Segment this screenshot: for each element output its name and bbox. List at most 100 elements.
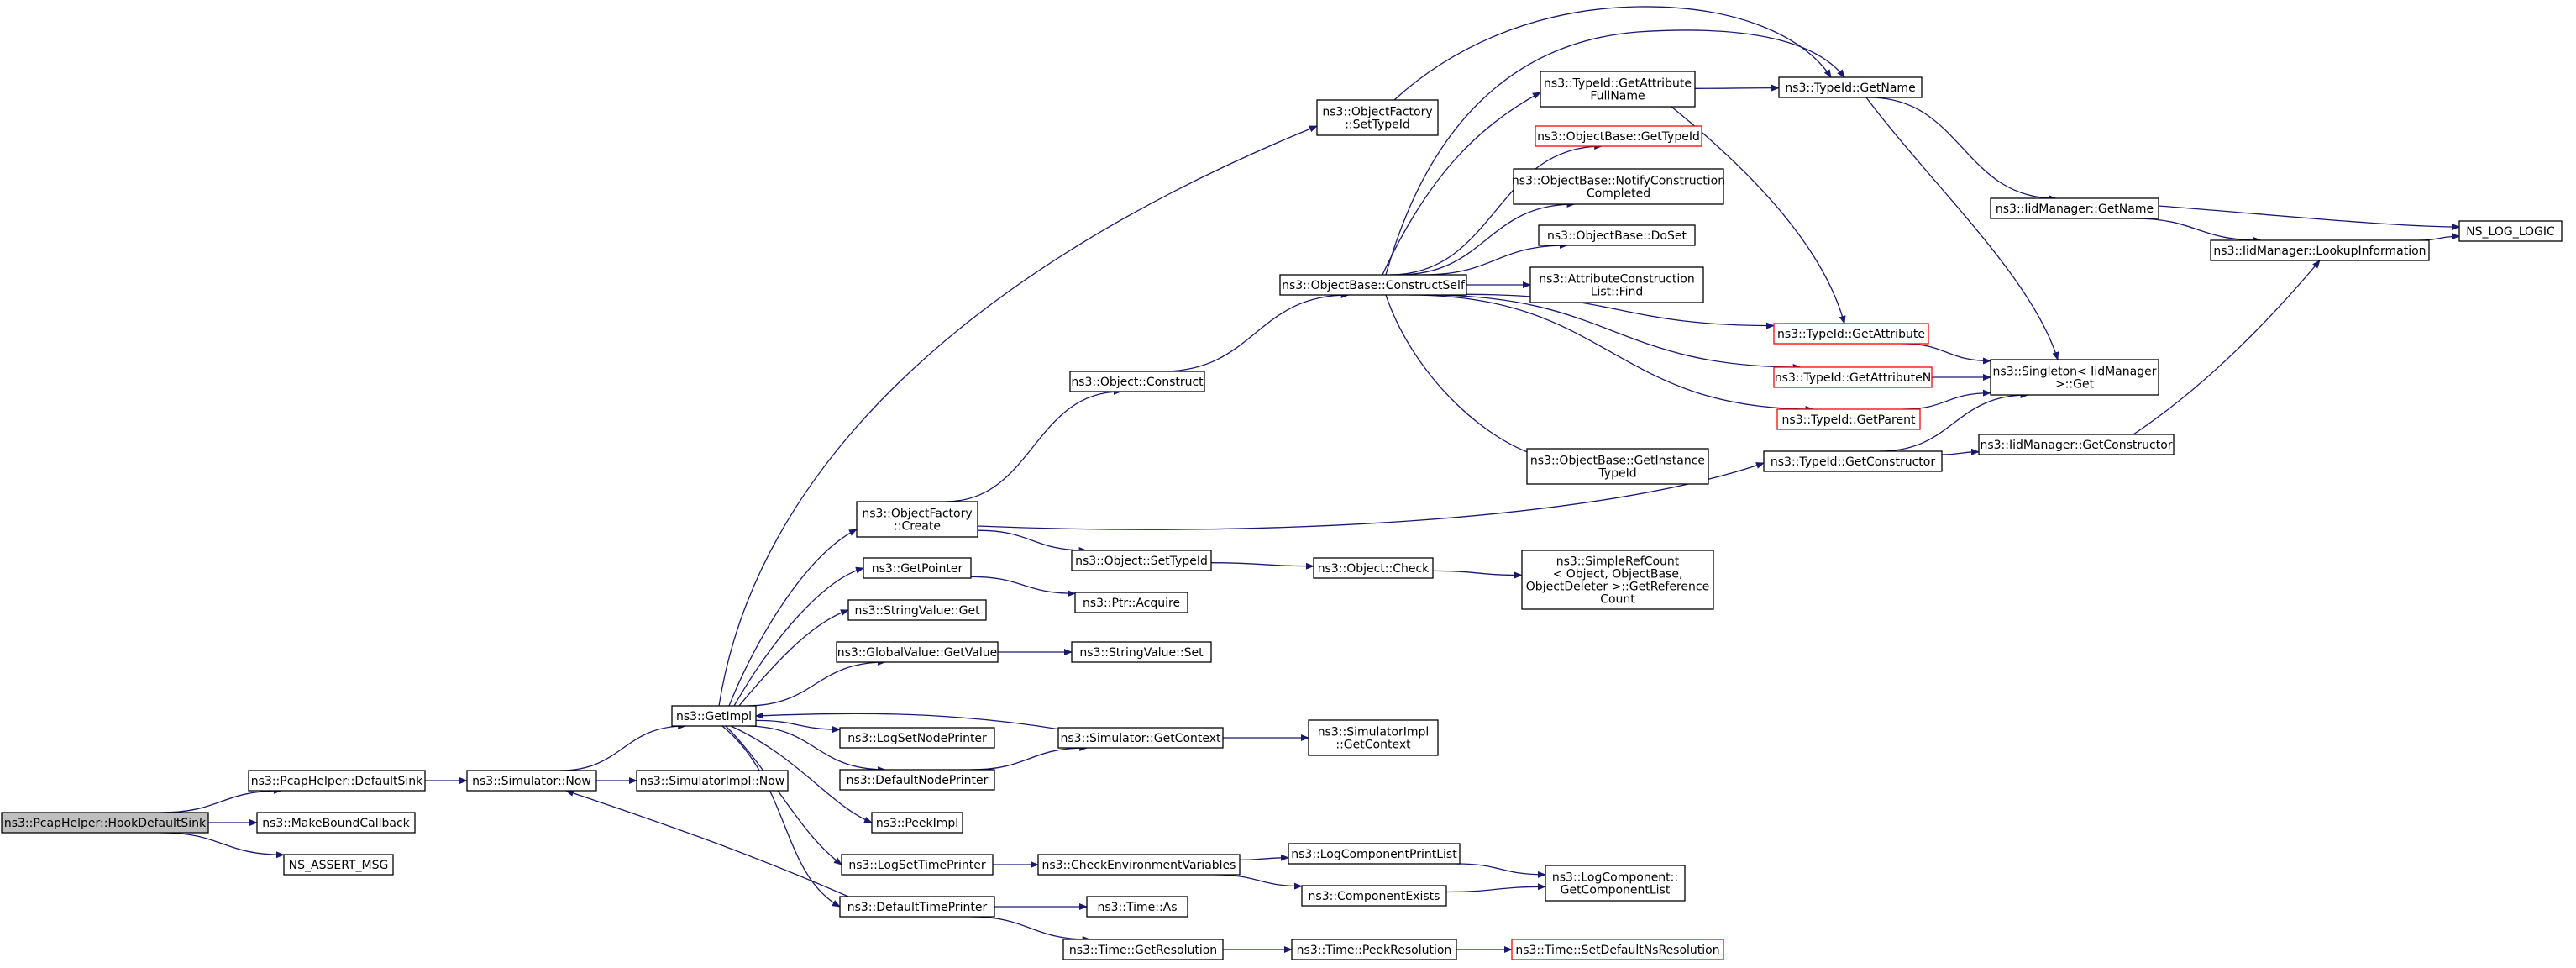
node-objBaseNotify[interactable]: ns3::ObjectBase::NotifyConstructionCompl… — [1512, 168, 1725, 205]
node-singletonGet[interactable]: ns3::Singleton< IidManager >::Get — [1990, 359, 2159, 396]
node-getPointer[interactable]: ns3::GetPointer — [863, 557, 972, 579]
node-label: ns3::StringValue::Set — [1079, 646, 1204, 660]
edge-typeIdGetConstructor-to-iidGetConstructor — [1941, 448, 1980, 455]
node-simGetContext[interactable]: ns3::Simulator::GetContext — [1057, 727, 1224, 749]
node-logSetTimePrinter[interactable]: ns3::LogSetTimePrinter — [841, 854, 994, 876]
node-typeIdGetConstructor[interactable]: ns3::TypeId::GetConstructor — [1763, 450, 1943, 472]
node-stringValueSet[interactable]: ns3::StringValue::Set — [1071, 641, 1212, 663]
node-typeIdGetAttributeN[interactable]: ns3::TypeId::GetAttributeN — [1773, 366, 1933, 388]
node-nsAssertMsg[interactable]: NS_ASSERT_MSG — [283, 854, 394, 876]
node-getImpl[interactable]: ns3::GetImpl — [671, 705, 757, 727]
edge-defaultTimePrinter-to-timeGetResolution — [970, 916, 1091, 943]
node-typeIdGetName[interactable]: ns3::TypeId::GetName — [1778, 76, 1923, 98]
node-objBaseGetTypeId[interactable]: ns3::ObjectBase::GetTypeId — [1535, 125, 1702, 147]
node-componentExists[interactable]: ns3::ComponentExists — [1301, 885, 1447, 907]
node-simulatorNow[interactable]: ns3::Simulator::Now — [466, 770, 597, 792]
node-box — [839, 727, 995, 749]
node-timeGetResolution[interactable]: ns3::Time::GetResolution — [1062, 939, 1224, 960]
node-box — [1071, 641, 1212, 663]
node-label: ns3::Simulator::Now — [472, 775, 591, 788]
node-label: ns3::PeekImpl — [876, 817, 958, 830]
node-defaultNodePrinter[interactable]: ns3::DefaultNodePrinter — [839, 769, 995, 791]
node-ptrAcquire[interactable]: ns3::Ptr::Acquire — [1074, 592, 1188, 613]
node-makeBoundCallback[interactable]: ns3::MakeBoundCallback — [256, 812, 416, 834]
node-box — [1778, 76, 1923, 98]
node-logSetNodePrinter[interactable]: ns3::LogSetNodePrinter — [839, 727, 995, 749]
node-iidGetConstructor[interactable]: ns3::IidManager::GetConstructor — [1978, 434, 2175, 455]
node-objectConstruct[interactable]: ns3::Object::Construct — [1069, 371, 1205, 392]
node-timeSetDefaultNs[interactable]: ns3::Time::SetDefaultNsResolution — [1511, 939, 1724, 960]
node-simImplGetContext[interactable]: ns3::SimulatorImpl::GetContext — [1308, 719, 1439, 756]
node-iidLookupInfo[interactable]: ns3::IidManager::LookupInformation — [2210, 239, 2430, 261]
node-box — [1069, 371, 1205, 392]
node-objBaseConstructSelf[interactable]: ns3::ObjectBase::ConstructSelf — [1279, 274, 1467, 296]
node-label: GetComponentList — [1561, 884, 1671, 897]
edge-objBaseConstructSelf-to-typeIdGetAttribute — [1466, 293, 1775, 329]
edge-hookDefaultSink-to-defaultSink — [160, 787, 282, 813]
edge-iidLookupInfo-to-nsLogLogic — [2419, 233, 2460, 241]
node-label: ns3::ObjectBase::GetInstance — [1530, 455, 1705, 468]
node-logCompPrintList[interactable]: ns3::LogComponentPrintList — [1288, 843, 1461, 865]
edge-objBaseConstructSelf-to-typeIdGetAttributeN — [1425, 294, 1802, 371]
node-objectSetTypeId[interactable]: ns3::Object::SetTypeId — [1071, 550, 1212, 571]
edge-typeIdGetAttribute-to-singletonGet — [1902, 343, 1991, 365]
node-typeIdGetAttribute[interactable]: ns3::TypeId::GetAttribute — [1773, 323, 1929, 345]
node-label: ns3::CheckEnvironmentVariables — [1042, 859, 1236, 872]
node-label: ns3::Object::Construct — [1071, 376, 1204, 389]
node-hookDefaultSink[interactable]: ns3::PcapHelper::HookDefaultSink — [1, 812, 209, 834]
node-label: Completed — [1587, 187, 1650, 201]
node-label: ns3::TypeId::GetAttribute — [1777, 328, 1925, 341]
edge-objBaseConstructSelf-to-typeIdGetName — [1385, 29, 1845, 276]
node-checkEnvVars[interactable]: ns3::CheckEnvironmentVariables — [1037, 854, 1241, 876]
node-label: ns3::TypeId::GetAttributeN — [1775, 371, 1931, 385]
node-label: Count — [1600, 593, 1635, 607]
node-stringValueGet[interactable]: ns3::StringValue::Get — [847, 599, 987, 621]
node-iidGetName[interactable]: ns3::IidManager::GetName — [1990, 197, 2159, 219]
node-box — [1037, 854, 1241, 876]
node-label: ns3::GlobalValue::GetValue — [837, 646, 997, 660]
node-box — [671, 705, 757, 727]
node-box — [1529, 266, 1704, 303]
node-objFactorySetTypeId[interactable]: ns3::ObjectFactory::SetTypeId — [1316, 99, 1439, 136]
edge-objectCheck-to-simpleRefCount — [1432, 570, 1523, 579]
edge-simGetContext-to-getImpl — [755, 712, 1061, 730]
node-defaultSink[interactable]: ns3::PcapHelper::DefaultSink — [248, 770, 426, 792]
node-simImplNow[interactable]: ns3::SimulatorImpl::Now — [636, 770, 789, 792]
node-label: ns3::GetPointer — [872, 562, 963, 576]
nodes-layer: ns3::PcapHelper::HookDefaultSink ns3::Pca… — [1, 71, 2563, 960]
node-defaultTimePrinter[interactable]: ns3::DefaultTimePrinter — [839, 896, 995, 918]
node-label: ns3::Time::As — [1097, 901, 1177, 914]
node-nsLogLogic[interactable]: NS_LOG_LOGIC — [2458, 220, 2563, 242]
node-globalValueGetValue[interactable]: ns3::GlobalValue::GetValue — [836, 641, 999, 663]
node-peekImpl[interactable]: ns3::PeekImpl — [871, 812, 963, 834]
node-label: ns3::ObjectBase::GetTypeId — [1537, 130, 1700, 144]
edge-objectConstruct-to-objBaseConstructSelf — [1162, 292, 1350, 372]
node-objectCheck[interactable]: ns3::Object::Check — [1313, 557, 1434, 579]
edge-componentExists-to-logCompGetList — [1445, 883, 1546, 893]
node-label: ns3::LogSetNodePrinter — [847, 732, 987, 745]
node-box — [1062, 939, 1224, 960]
node-box — [1, 812, 209, 834]
node-box — [1279, 274, 1467, 296]
node-box — [1535, 125, 1702, 147]
node-simpleRefCount[interactable]: ns3::SimpleRefCount< Object, ObjectBase,… — [1521, 550, 1714, 610]
node-objBaseDoSet[interactable]: ns3::ObjectBase::DoSet — [1538, 224, 1696, 246]
edge-getImpl-to-objFactorySetTypeId — [718, 125, 1318, 707]
edge-objBaseConstructSelf-to-objBaseGetInstanceTypeId — [1385, 294, 1538, 457]
node-timePeekResolution[interactable]: ns3::Time::PeekResolution — [1291, 939, 1457, 960]
edge-defaultNodePrinter-to-simGetContext — [970, 744, 1089, 771]
node-label: ns3::SimulatorImpl — [1318, 726, 1430, 739]
edge-objectSetTypeId-to-objectCheck — [1210, 562, 1314, 570]
node-label: ns3::ObjectBase::NotifyConstruction — [1512, 175, 1725, 188]
node-logCompGetList[interactable]: ns3::LogComponent::GetComponentList — [1545, 865, 1686, 902]
node-objFactoryCreate[interactable]: ns3::ObjectFactory::Create — [856, 501, 978, 538]
node-typeIdGetParent[interactable]: ns3::TypeId::GetParent — [1776, 408, 1921, 430]
node-label: ns3::Simulator::GetContext — [1060, 732, 1221, 745]
node-label: ns3::LogComponentPrintList — [1291, 848, 1457, 861]
node-box — [1308, 719, 1439, 756]
node-timeAs[interactable]: ns3::Time::As — [1086, 896, 1188, 918]
node-label: ns3::AttributeConstruction — [1539, 273, 1694, 287]
